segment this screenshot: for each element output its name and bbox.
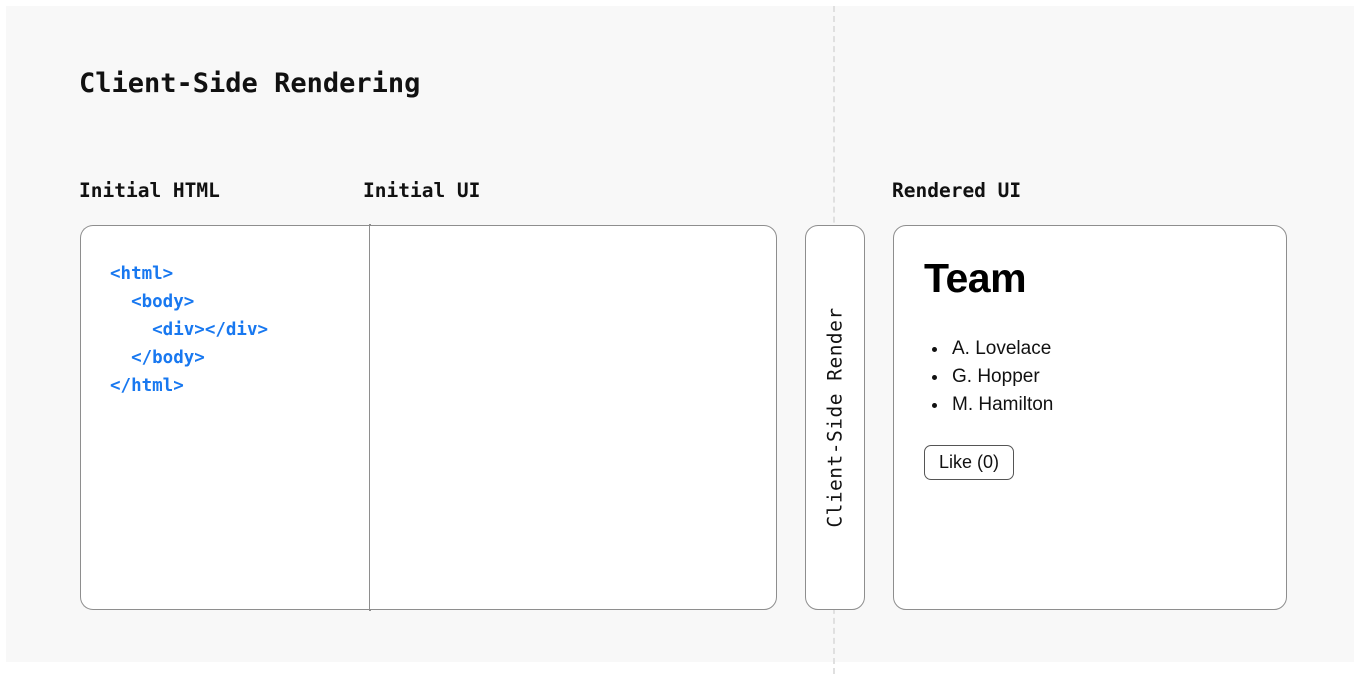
rendered-ui-content: Team A. Lovelace G. Hopper M. Hamilton L… <box>924 258 1266 480</box>
list-item: M. Hamilton <box>924 391 1266 419</box>
column-label-rendered-ui: Rendered UI <box>892 179 1022 202</box>
column-label-initial-html: Initial HTML <box>79 179 220 202</box>
panel-rendered-ui: Team A. Lovelace G. Hopper M. Hamilton L… <box>893 225 1287 610</box>
list-item: G. Hopper <box>924 363 1266 391</box>
like-button[interactable]: Like (0) <box>924 445 1015 480</box>
column-label-initial-ui: Initial UI <box>363 179 481 202</box>
panel-initial-ui <box>369 225 777 610</box>
rendered-ui-heading: Team <box>924 255 1027 301</box>
diagram-canvas: Client-Side Rendering Initial HTML Initi… <box>6 6 1354 674</box>
initial-html-code: <html> <body> <div></div> </body> </html… <box>110 264 269 396</box>
page-title: Client-Side Rendering <box>79 68 421 99</box>
client-side-render-label: Client-Side Render <box>823 307 847 528</box>
list-item: A. Lovelace <box>924 335 1266 363</box>
team-list: A. Lovelace G. Hopper M. Hamilton <box>924 335 1266 419</box>
panel-initial-html: <html> <body> <div></div> </body> </html… <box>80 224 371 611</box>
panel-client-side-render-step: Client-Side Render <box>805 225 865 610</box>
